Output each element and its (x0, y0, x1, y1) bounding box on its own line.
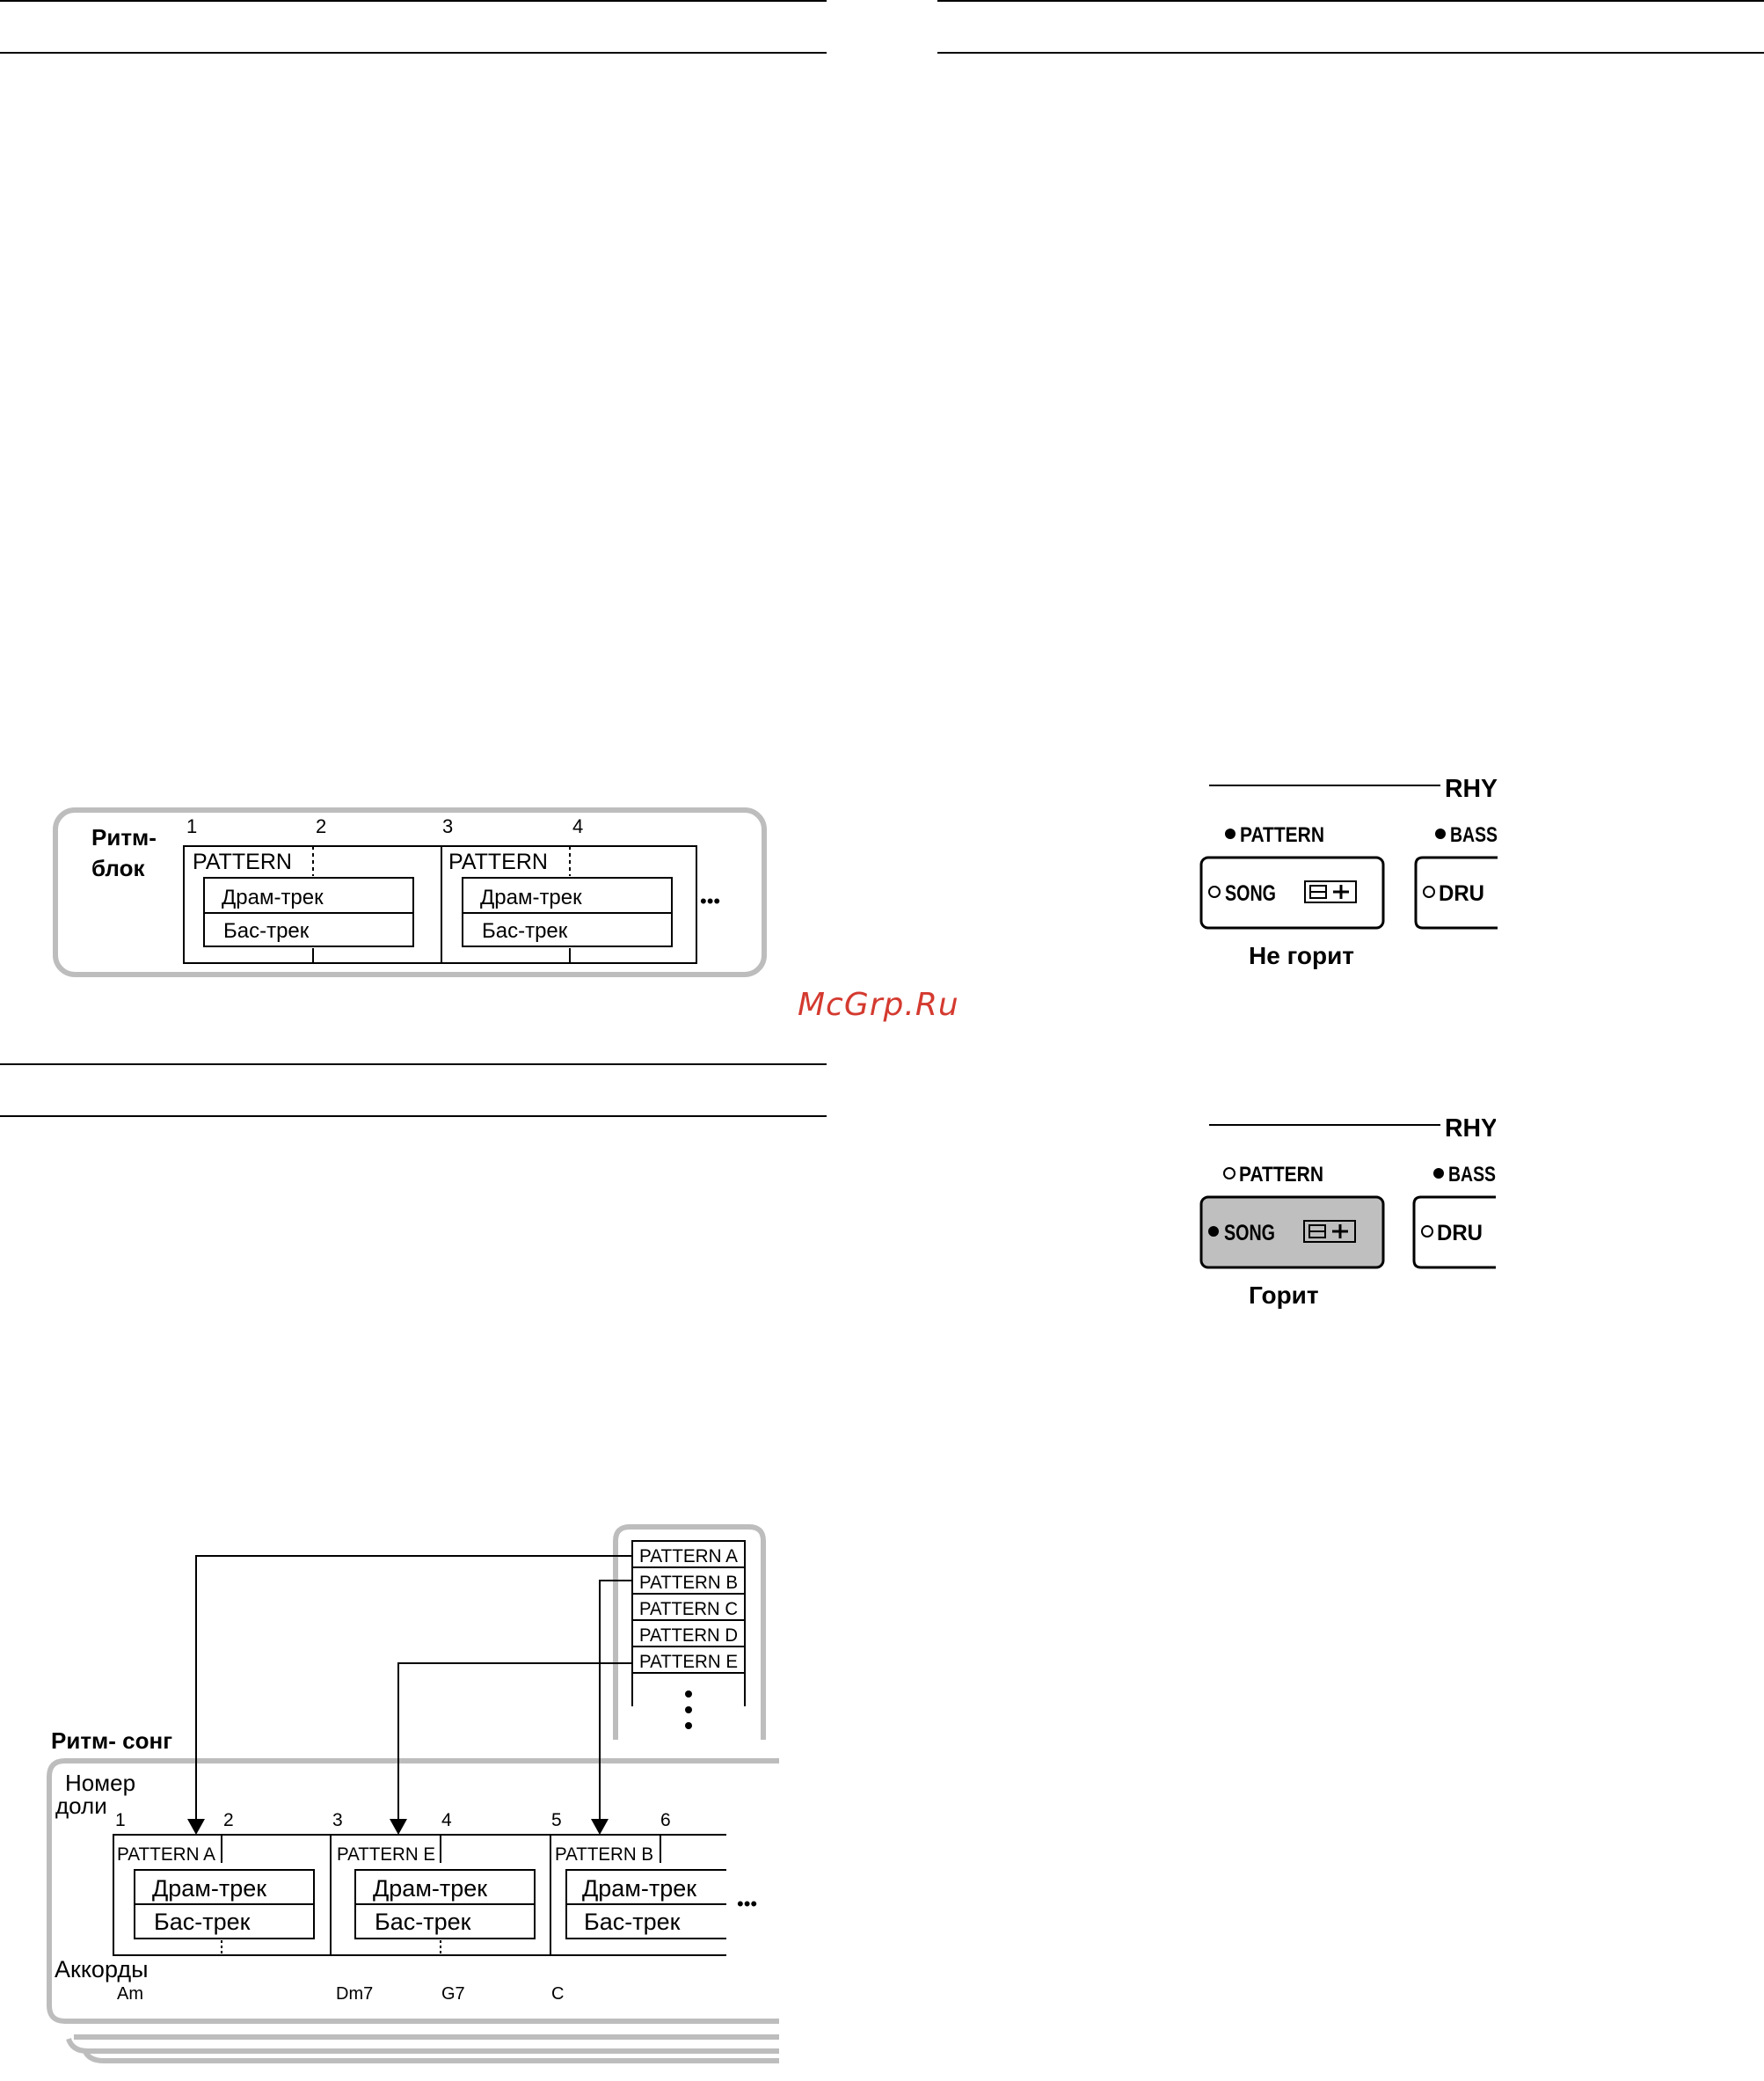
led-on-icon (1435, 829, 1446, 839)
pattern-indicator-label: PATTERN (1239, 1163, 1323, 1187)
beat-number: 2 (316, 815, 326, 837)
rhythm-song-title: Ритм- сонг (51, 1727, 172, 1754)
drum-track-label: Драм-трек (373, 1875, 487, 1902)
bass-indicator-label: BASS (1448, 1163, 1496, 1187)
rhythm-block-frame (53, 807, 767, 977)
watermark: McGrp.Ru (798, 987, 959, 1023)
pattern-list-item: PATTERN E (639, 1652, 738, 1672)
pattern-label: PATTERN (193, 850, 292, 874)
chord: Dm7 (336, 1984, 373, 2004)
rule-right-top-1 (937, 0, 1764, 2)
drum-track-label: Драм-трек (152, 1875, 266, 1902)
bass-track-label: Бас-трек (154, 1909, 251, 1935)
song-button-label: SONG (1225, 881, 1276, 906)
led-off-icon (1208, 886, 1221, 898)
beat-number: 3 (332, 1810, 343, 1830)
beat-number: 4 (572, 815, 583, 837)
chord: Am (117, 1984, 143, 2004)
pattern-indicator-label: PATTERN (1240, 823, 1324, 847)
song-pattern-label: PATTERN B (555, 1844, 653, 1865)
led-on-icon (1208, 1226, 1219, 1237)
chords-label: Аккорды (55, 1956, 149, 1982)
pattern-list-item: PATTERN D (639, 1625, 738, 1646)
panel-caption: Не горит (1249, 942, 1354, 969)
bass-track-label: Бас-трек (482, 919, 568, 943)
beat-number-label-2: доли (55, 1793, 107, 1819)
song-button-lit (1199, 1195, 1385, 1269)
rule-left-mid-1 (0, 1063, 827, 1065)
pattern-list-box (631, 1540, 746, 1674)
panel-header: RHY (1445, 1114, 1498, 1143)
song-button-label: SONG (1224, 1221, 1275, 1245)
beat-number: 3 (442, 815, 453, 837)
drum-button-label: DRU (1439, 881, 1484, 906)
beat-number: 6 (660, 1810, 671, 1830)
arrow-pattern-b (599, 1580, 632, 1828)
bass-track-label: Бас-трек (223, 919, 310, 943)
rhythm-block-label-1: Ритм- (91, 824, 157, 851)
beat-number-label-1: Номер (65, 1770, 135, 1796)
bass-indicator-label: BASS (1450, 823, 1498, 847)
rule-left-top-1 (0, 0, 827, 2)
chord: G7 (441, 1984, 465, 2004)
song-pattern-label: PATTERN A (117, 1844, 215, 1865)
panel-caption: Горит (1249, 1281, 1319, 1309)
song-pattern-label: PATTERN E (337, 1844, 435, 1865)
led-off-icon (1421, 1225, 1433, 1238)
rule-left-top-2 (0, 52, 827, 54)
led-on-icon (1225, 829, 1236, 839)
chord: C (551, 1984, 564, 2004)
drum-track-label: Драм-трек (222, 886, 324, 909)
song-button (1199, 856, 1385, 930)
beat-number: 1 (115, 1810, 126, 1830)
arrow-pattern-e (397, 1662, 632, 1828)
led-off-icon (1223, 1167, 1236, 1179)
led-off-icon (1423, 886, 1435, 898)
bass-track-label: Бас-трек (375, 1909, 471, 1935)
rhythm-block-label-2: блок (91, 855, 145, 881)
beat-number: 5 (551, 1810, 562, 1830)
pattern-label: PATTERN (448, 850, 548, 874)
bass-track-label: Бас-трек (584, 1909, 681, 1935)
drum-button-label: DRU (1437, 1221, 1483, 1245)
pattern-list-item: PATTERN B (639, 1573, 738, 1593)
rule-right-top-2 (937, 52, 1764, 54)
beat-number: 1 (186, 815, 197, 837)
ellipsis: ••• (737, 1893, 757, 1915)
beat-number: 2 (223, 1810, 234, 1830)
led-on-icon (1433, 1168, 1444, 1179)
ellipsis: ••• (700, 890, 720, 912)
arrow-pattern-a (195, 1555, 632, 1828)
drum-track-label: Драм-трек (480, 886, 582, 909)
pattern-list-item: PATTERN A (639, 1546, 738, 1566)
drum-track-label: Драм-трек (582, 1875, 696, 1902)
pattern-list-item: PATTERN C (639, 1599, 738, 1619)
beat-number: 4 (441, 1810, 452, 1830)
rule-left-mid-2 (0, 1115, 827, 1117)
panel-header: RHY (1445, 775, 1498, 803)
